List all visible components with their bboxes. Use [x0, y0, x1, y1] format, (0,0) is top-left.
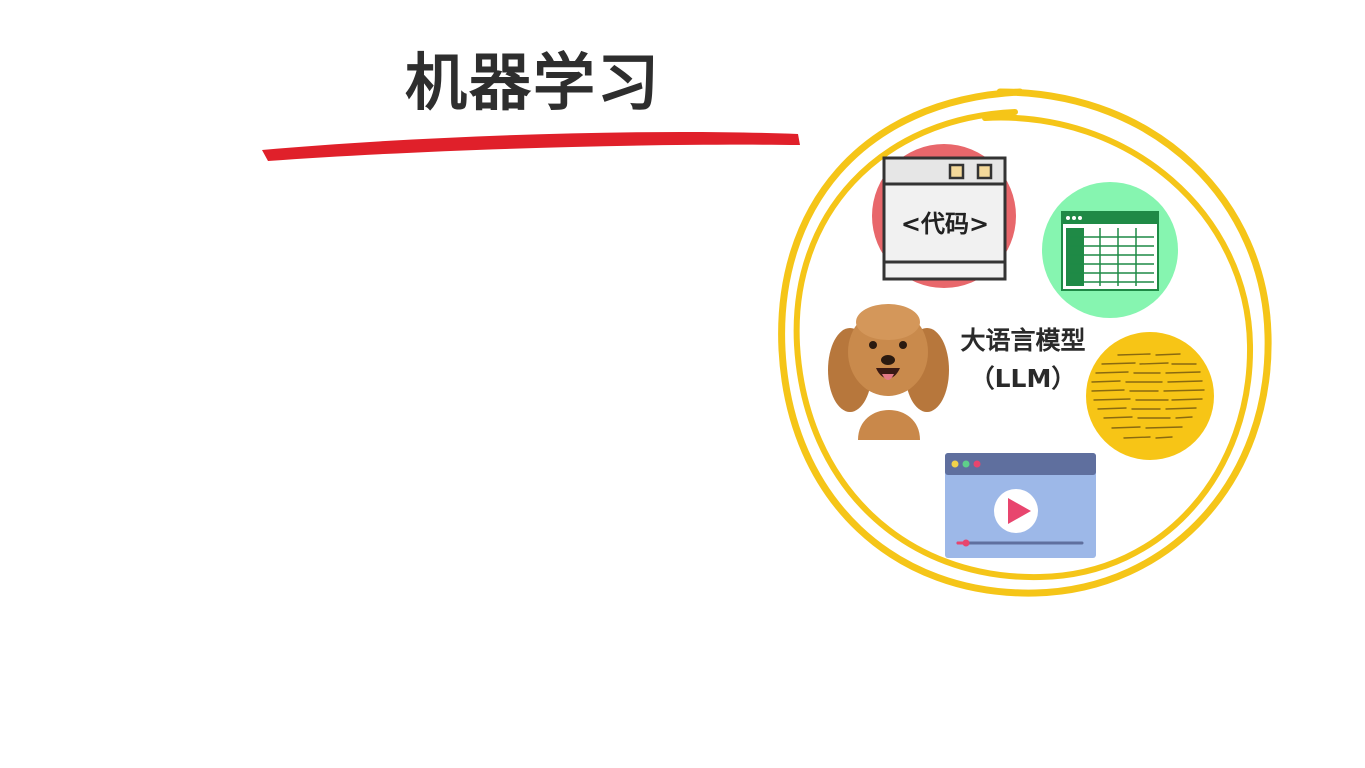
- spreadsheet-icon: [1061, 211, 1159, 291]
- handwritten-text-icon: [1091, 353, 1205, 439]
- dog-image: [828, 304, 949, 440]
- title-underline: [262, 131, 800, 161]
- llm-label: 大语言模型 （LLM）: [938, 322, 1108, 398]
- llm-label-line2: （LLM）: [969, 364, 1077, 393]
- llm-label-line1: 大语言模型: [960, 326, 1086, 355]
- outer-ring: [778, 88, 1272, 597]
- code-window-label: <代码>: [900, 210, 990, 238]
- code-window-icon: [882, 156, 1007, 281]
- slide-title: 机器学习: [405, 46, 662, 119]
- video-player-icon: [945, 453, 1096, 558]
